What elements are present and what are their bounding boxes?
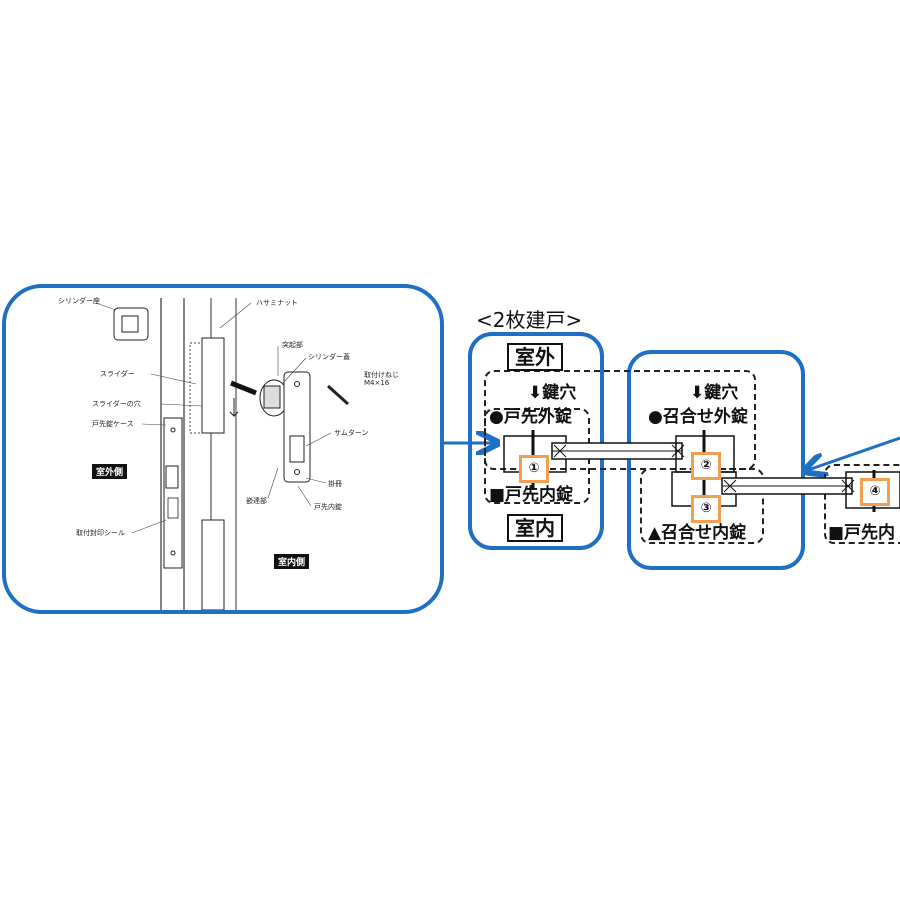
label-screw: 取付けねじ [364,371,399,379]
label-engage: 嵌達部 [246,497,267,505]
meeting-panel [627,350,805,570]
lock-tosaki-inner-2: ■戸先内 [828,523,896,543]
badge-3: ③ [691,495,721,523]
installation-drawing [95,298,350,610]
label-hasami-nut: ハサミナット [256,299,298,307]
label-case: 戸先錠ケース [92,420,134,428]
keyhole-1: ⬇鍵穴 [528,378,576,403]
tosaki-panel [468,332,604,550]
label-protrusion: 突起部 [282,341,303,349]
keyhole-2-label: 鍵穴 [704,383,739,403]
diagram-title: <2枚建戸> [476,308,583,332]
label-thumb-turn: サムターン [334,429,369,437]
down-arrow-icon: ⬇ [528,383,543,403]
indoor-label: 室内 [507,514,563,542]
label-cylinder-cover: シリンダー蓋 [308,353,350,361]
label-cylinder-seat: シリンダー座 [58,297,100,305]
lock-meeting-inner: ▲召合せ内錠 [648,523,747,543]
label-slider: スライダー [100,370,135,378]
lock-tosaki-outer: ●戸先外錠 [489,407,572,427]
label-seal: 取付封印シール [76,529,125,537]
keyhole-2: ⬇鍵穴 [690,378,738,403]
badge-1: ① [519,455,549,483]
badge-2: ② [691,452,721,480]
label-slider-hole: スライダーの穴 [92,400,141,408]
label-indoor-side: 室内側 [274,554,310,569]
label-screw-size: M4×16 [364,379,390,387]
outdoor-label: 室外 [507,343,563,371]
keyhole-1-label: 鍵穴 [542,383,577,403]
label-inner-lock: 戸先内錠 [314,503,342,511]
installation-drawing-panel: シリンダー座 ハサミナット 突起部 シリンダー蓋 取付けねじ M4×16 スライ… [2,284,444,614]
right-inner-dashed-region [824,464,900,544]
badge-4: ④ [860,478,890,506]
lock-meeting-outer: ●召合せ外錠 [648,407,748,427]
label-latch: 掛冊 [328,480,342,488]
label-outdoor-side: 室外側 [92,464,128,479]
lock-tosaki-inner: ■戸先内錠 [489,485,574,505]
down-arrow-icon: ⬇ [690,383,705,403]
